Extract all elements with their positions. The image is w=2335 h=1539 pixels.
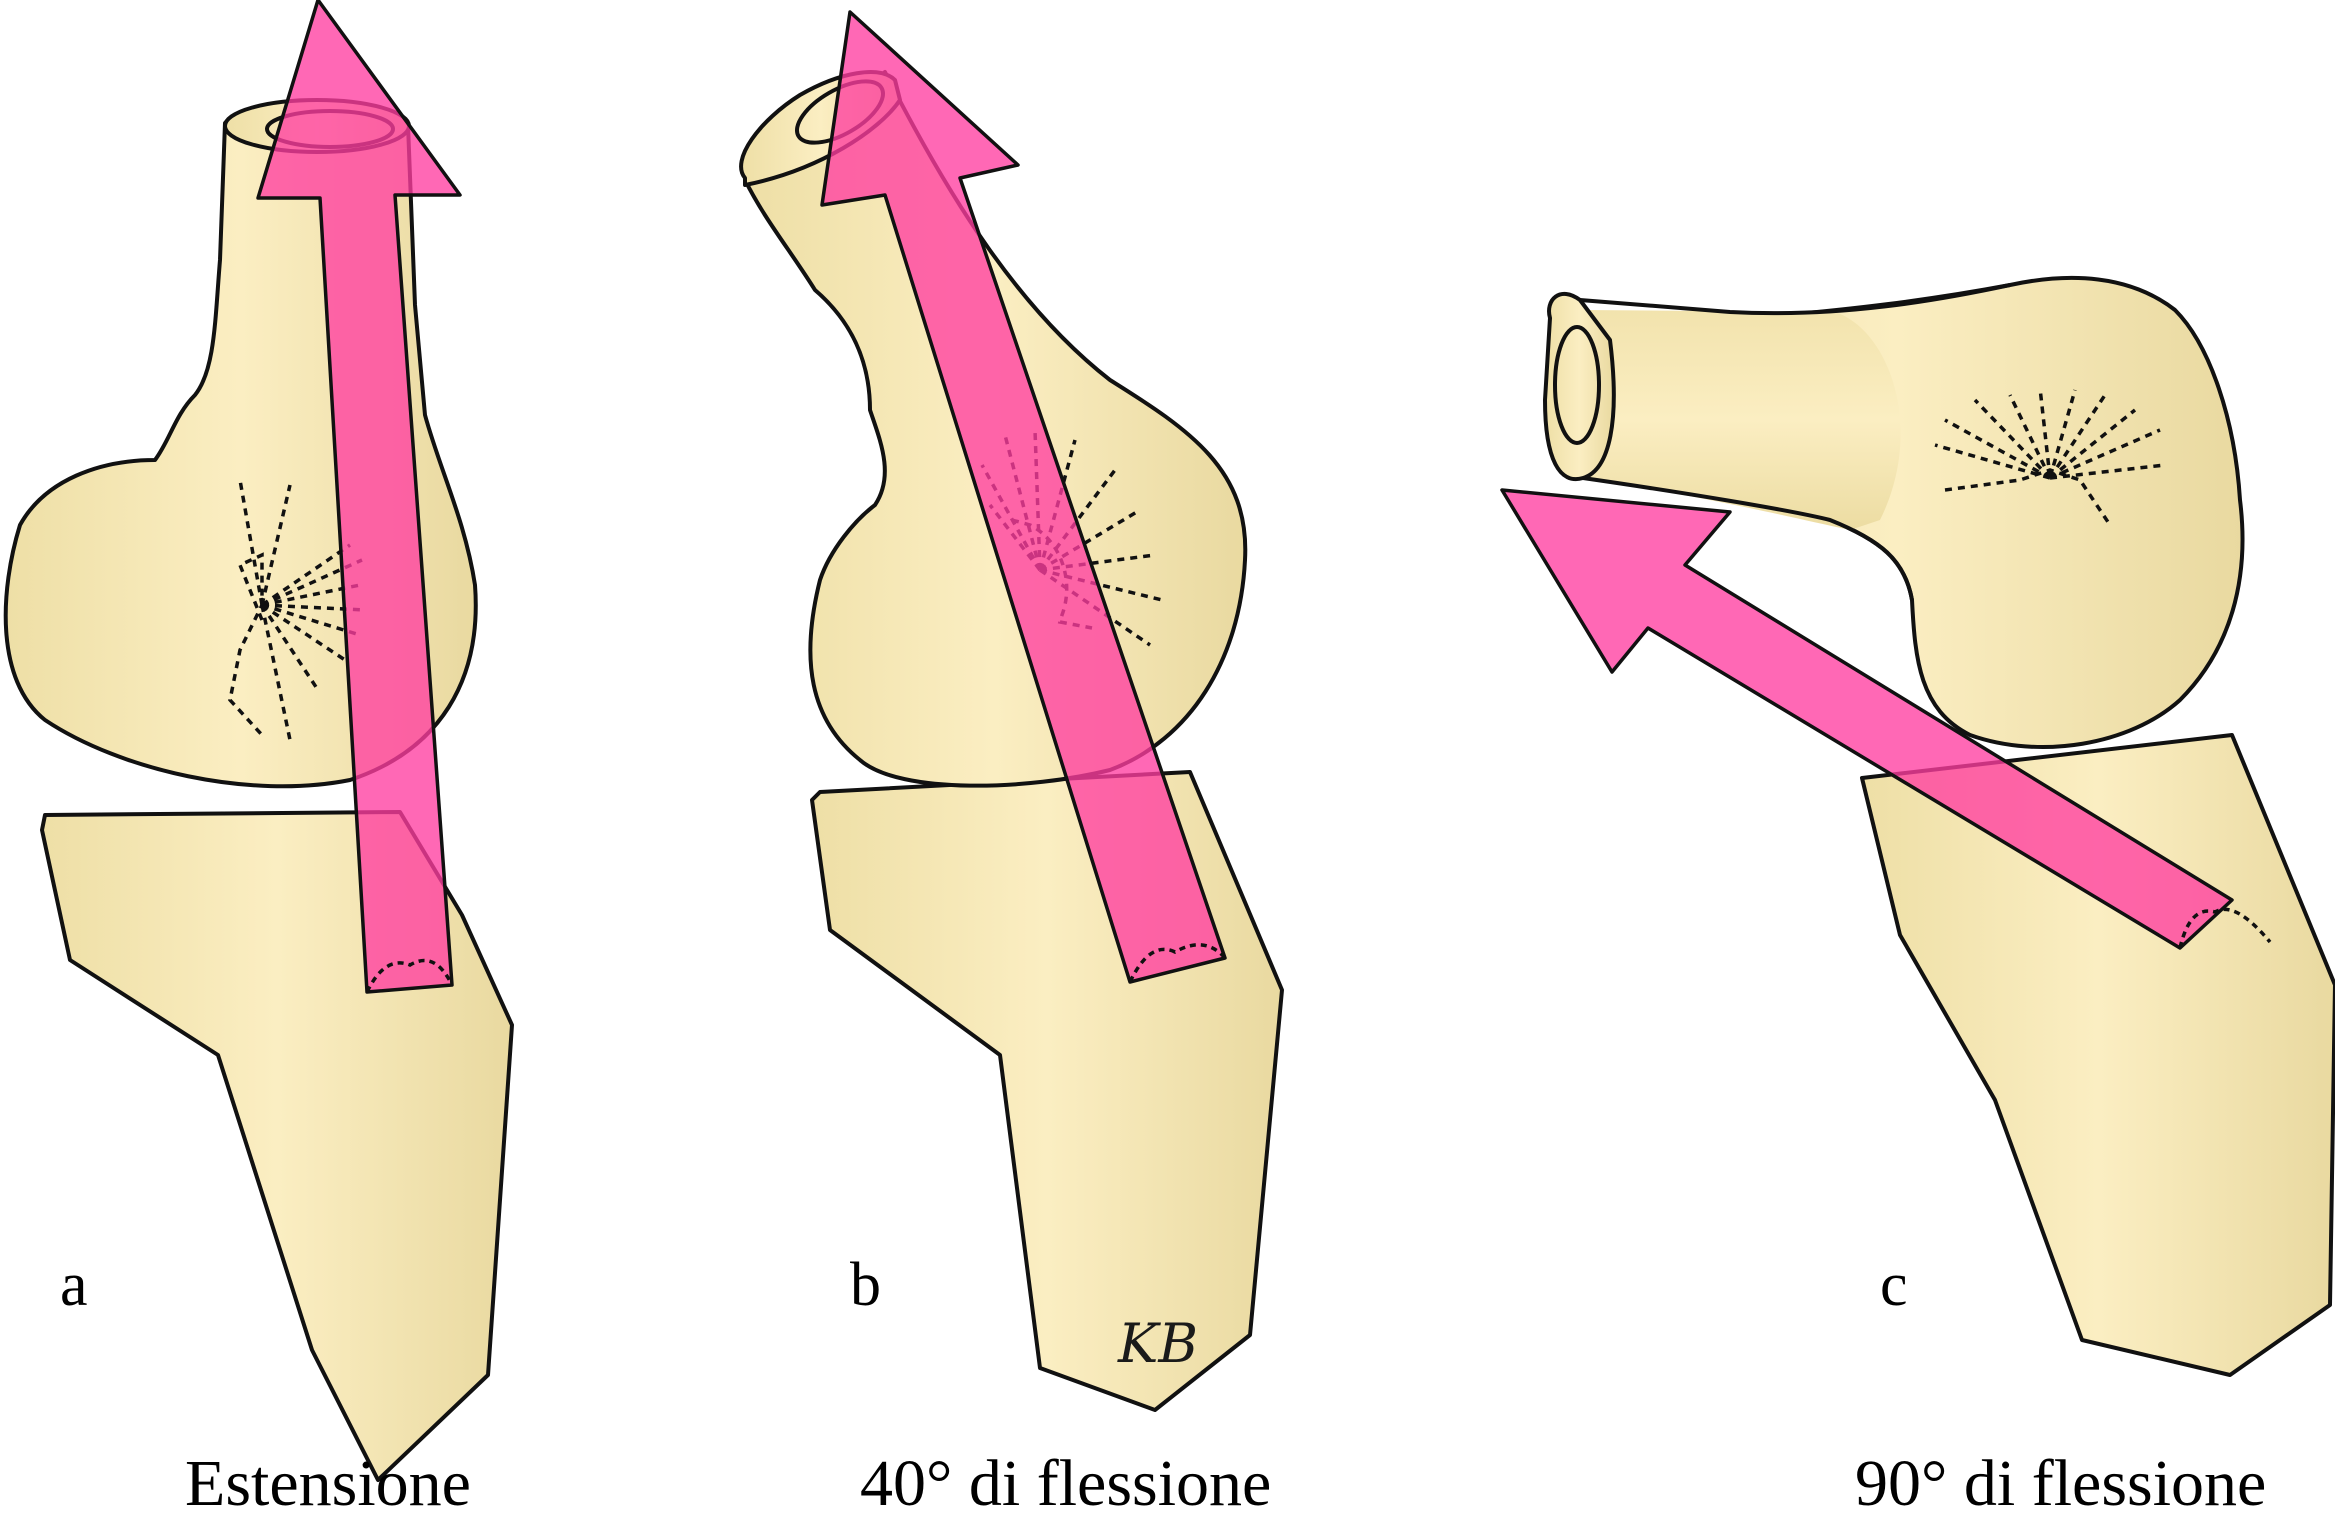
ligament-fan-c: [1934, 387, 2166, 526]
panel-letter-c: c: [1880, 1251, 1908, 1319]
caption-a: Estensione: [185, 1447, 471, 1520]
tibia-b: [810, 770, 1284, 1412]
panel-letter-b: b: [850, 1251, 881, 1319]
artist-signature: KB: [1117, 1312, 1198, 1375]
force-arrow-a: [256, 0, 462, 994]
force-arrow-b: [820, 10, 1227, 984]
caption-c: 90° di flessione: [1855, 1447, 2266, 1520]
panel-a: [3, 0, 514, 1482]
panel-letter-a: a: [60, 1251, 88, 1319]
panel-b: KB: [739, 10, 1284, 1412]
panel-c: [1500, 275, 2335, 1377]
caption-b: 40° di flessione: [860, 1447, 1271, 1520]
force-arrow-c: [1500, 488, 2234, 950]
